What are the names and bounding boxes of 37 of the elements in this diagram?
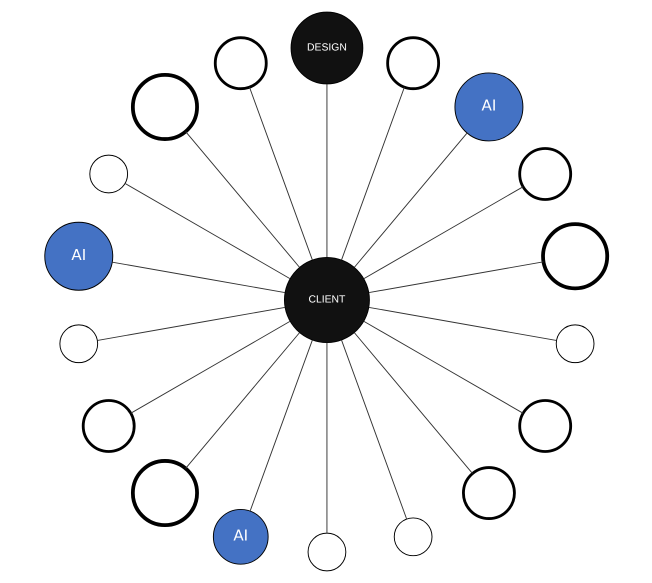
- node-circle: AI: [212, 508, 269, 565]
- node-circle: [518, 399, 572, 453]
- connector: [124, 183, 290, 280]
- node-circle: [89, 154, 128, 194]
- node-circle: [556, 324, 594, 364]
- node-circle: [130, 72, 199, 141]
- connector: [368, 261, 544, 294]
- node-circle: [59, 324, 98, 364]
- connector: [341, 340, 408, 520]
- node-circle: DESIGN: [290, 12, 364, 84]
- node-circle: [130, 459, 199, 528]
- node-circle: [518, 147, 572, 201]
- connector: [249, 86, 313, 260]
- connector: [368, 306, 557, 341]
- node-circle: [541, 222, 610, 290]
- node-circle: [214, 36, 268, 90]
- node-circle: AI: [454, 72, 524, 142]
- connector: [354, 132, 468, 268]
- connector: [250, 340, 313, 512]
- connector: [326, 84, 328, 258]
- connector: [363, 186, 524, 280]
- connector: [97, 306, 286, 341]
- node-circle: [462, 466, 516, 520]
- connector: [326, 342, 328, 534]
- node-circle: [82, 399, 136, 453]
- connector: [363, 320, 524, 414]
- node-circle: AI: [44, 222, 114, 291]
- node-circle: [394, 517, 432, 556]
- node-circle: CLIENT: [284, 257, 370, 343]
- connector: [130, 320, 290, 414]
- connector: [185, 131, 300, 268]
- node-circle: [308, 532, 346, 572]
- connector: [112, 262, 286, 294]
- connector: [341, 86, 405, 260]
- node-circle: [386, 36, 440, 90]
- connector: [354, 332, 473, 474]
- connector: [185, 332, 300, 469]
